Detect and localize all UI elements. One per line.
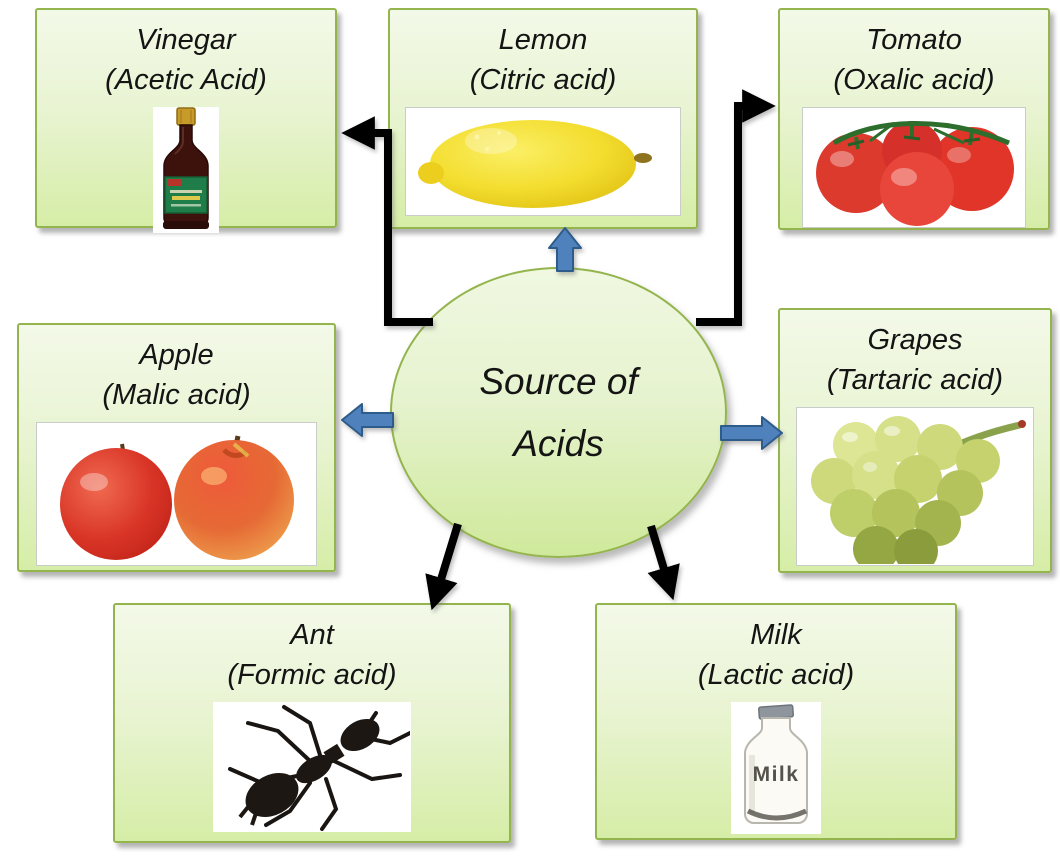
apple-photo [36,422,317,566]
milk-box: Milk (Lactic acid) Milk [595,603,957,840]
lemon-photo [405,107,681,216]
ant-acid-label: (Formic acid) [227,659,397,691]
apple-acid-label: (Malic acid) [102,379,251,411]
lemon-acid-label: (Citric acid) [469,64,617,96]
connector-to-tomato [696,89,776,326]
blue-arrow-right-grapes [720,416,783,450]
center-title-line1: Source of [479,360,638,402]
grapes-acid-label: (Tartaric acid) [826,364,1004,396]
milk-photo: Milk [731,702,821,834]
milk-acid-label: (Lactic acid) [697,659,855,691]
tomatoes-icon [816,120,1014,226]
apple-title: Apple [139,339,214,371]
ant-box: Ant (Formic acid) [113,603,511,843]
connector-to-milk [647,524,680,601]
grapes-icon [811,416,1026,564]
tomato-box: Tomato (Oxalic acid) [778,8,1050,230]
center-title-line2: Acids [513,422,604,464]
apple-box: Apple (Malic acid) [17,323,336,572]
tomato-acid-label: (Oxalic acid) [833,64,995,96]
ant-photo [213,702,411,832]
ant-title: Ant [290,619,334,651]
milk-title: Milk [750,619,802,651]
blue-arrow-left-apple [341,403,394,437]
vinegar-acid-label: (Acetic Acid) [105,64,267,96]
grapes-box: Grapes (Tartaric acid) [778,308,1052,573]
vinegar-box: Vinegar (Acetic Acid) [35,8,337,233]
lemon-title: Lemon [498,24,588,56]
milk-bottle-label: Milk [753,763,800,786]
vinegar-photo [153,107,219,233]
center-ellipse: Source of Acids [390,267,727,558]
lemon-box: Lemon (Citric acid) [388,8,698,229]
grapes-photo [796,407,1034,566]
grapes-title: Grapes [867,324,963,356]
vinegar-title: Vinegar [136,24,236,56]
milk-bottle-icon: Milk [744,704,808,824]
tomato-title: Tomato [866,24,962,56]
tomato-photo [802,107,1026,228]
apples-icon [60,435,294,560]
ant-icon [228,705,410,831]
connector-to-ant [425,522,462,611]
blue-arrow-up-lemon [548,227,582,272]
lemon-icon [418,120,652,208]
vinegar-bottle-icon [163,107,209,229]
